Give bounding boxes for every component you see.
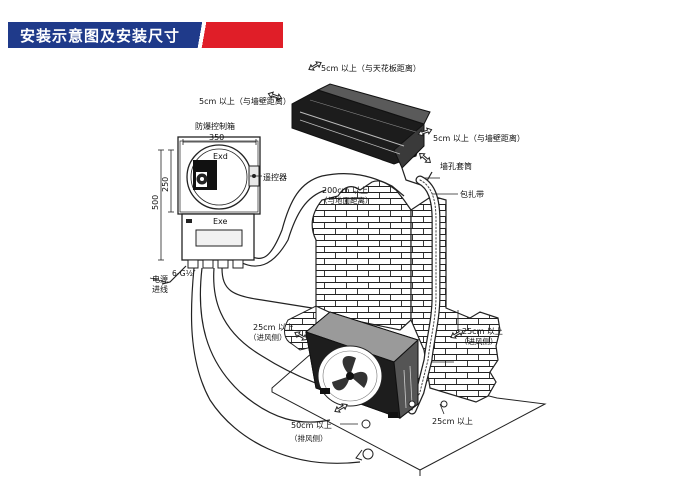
label-inlet-left: 25cm 以上 (253, 323, 294, 332)
label-wall-sleeve: 墙孔套筒 (440, 161, 472, 171)
box-dimension-lines (158, 139, 257, 261)
label-wrap-tape: 包扎带 (460, 189, 484, 199)
leader-lines (149, 175, 459, 425)
page-title: 安装示意图及安装尺寸 (20, 27, 181, 45)
label-power-2: 进线 (152, 284, 168, 294)
indoor-ac-unit (291, 83, 433, 187)
label-outlet-note: （排风侧） (290, 433, 328, 443)
label-inlet-right-note: （进风侧） (460, 336, 498, 346)
label-control-box: 防爆控制箱 (195, 121, 235, 131)
label-outlet: 50cm 以上 (291, 421, 332, 430)
control-box (177, 136, 261, 269)
label-ground-clearance-note: （与地面距离） (320, 195, 373, 205)
header-stripe (188, 22, 283, 48)
label-inlet-left-note: （进风侧） (249, 332, 287, 342)
label-exd: Exd (213, 152, 228, 161)
label-remote-control: 遥控器 (263, 172, 287, 182)
refrigerant-pipe (407, 175, 441, 415)
control-cables (161, 173, 405, 464)
label-inlet-right: 25cm 以上 (462, 327, 503, 336)
label-ceiling-clearance: 5cm 以上（与天花板距离） (321, 63, 421, 73)
label-wall-clearance-left: 5cm 以上（与墙壁距离） (199, 96, 291, 106)
label-width-350: 350 (209, 133, 224, 142)
label-wall-clearance-right: 5cm 以上（与墙壁距离） (433, 133, 525, 143)
clearance-arrows (267, 61, 464, 413)
label-ground-clearance: 200cm 以上 (322, 186, 368, 195)
label-power-1: 电源 (152, 274, 168, 284)
label-thread-spec: 6-G½″ (172, 269, 196, 278)
outdoor-ac-unit (304, 311, 419, 419)
label-height-250: 250 (161, 177, 170, 192)
label-exe: Exe (213, 217, 228, 226)
label-height-500: 500 (151, 195, 160, 210)
label-pipe-clearance: 25cm 以上 (432, 417, 473, 426)
pipe-fittings (355, 400, 448, 461)
